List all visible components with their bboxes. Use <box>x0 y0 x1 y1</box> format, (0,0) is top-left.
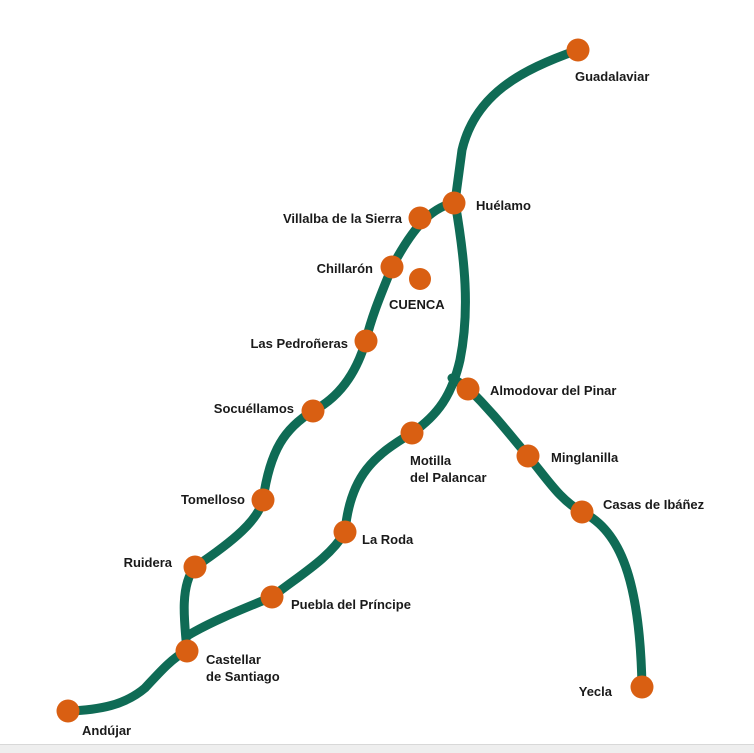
station-dot-huelamo[interactable] <box>442 191 466 215</box>
station-label-line: Casas de Ibáñez <box>603 497 705 512</box>
station-dot-castellar[interactable] <box>175 639 199 663</box>
station-label-andujar: Andújar <box>82 723 131 738</box>
station-label-line: Guadalaviar <box>575 69 649 84</box>
station-label-line: Ruidera <box>124 555 173 570</box>
station-dot-laroda[interactable] <box>333 520 357 544</box>
station-label-line: Almodovar del Pinar <box>490 383 616 398</box>
station-label-motilla: Motilla del Palancar <box>410 453 487 485</box>
station-dot-motilla[interactable] <box>400 421 424 445</box>
station-label-pedroneras: Las Pedroñeras <box>250 336 348 351</box>
station-dot-puebla[interactable] <box>260 585 284 609</box>
station-dot-guadalaviar[interactable] <box>566 38 590 62</box>
station-label-line: Motilla <box>410 453 452 468</box>
station-label-tomelloso: Tomelloso <box>181 492 245 507</box>
station-label-line: Tomelloso <box>181 492 245 507</box>
station-label-cuenca: CUENCA <box>389 297 445 312</box>
station-label-line: Yecla <box>579 684 613 699</box>
station-label-laroda: La Roda <box>362 532 414 547</box>
station-label-guadalaviar: Guadalaviar <box>575 69 649 84</box>
station-label-socuellamos: Socuéllamos <box>214 401 294 416</box>
station-dot-socuellamos[interactable] <box>301 399 325 423</box>
station-label-ruidera: Ruidera <box>124 555 173 570</box>
stations <box>56 38 654 723</box>
station-label-almodovar: Almodovar del Pinar <box>490 383 616 398</box>
station-dot-minglanilla[interactable] <box>516 444 540 468</box>
route-line-east-branch <box>447 373 647 692</box>
station-dot-villalba[interactable] <box>408 206 432 230</box>
station-label-line: Chillarón <box>317 261 373 276</box>
station-label-huelamo: Huélamo <box>476 198 531 213</box>
station-dot-yecla[interactable] <box>630 675 654 699</box>
station-label-yecla: Yecla <box>579 684 613 699</box>
station-label-puebla: Puebla del Príncipe <box>291 597 411 612</box>
station-label-line: Minglanilla <box>551 450 619 465</box>
station-label-line: del Palancar <box>410 470 487 485</box>
route-line-north-branch <box>450 45 583 207</box>
route-line-west-line <box>63 197 460 716</box>
station-label-minglanilla: Minglanilla <box>551 450 619 465</box>
station-label-line: Las Pedroñeras <box>250 336 348 351</box>
bottom-divider <box>0 744 754 753</box>
station-label-line: de Santiago <box>206 669 280 684</box>
station-label-line: Socuéllamos <box>214 401 294 416</box>
station-label-line: Castellar <box>206 652 261 667</box>
station-dot-tomelloso[interactable] <box>251 488 275 512</box>
station-label-line: Puebla del Príncipe <box>291 597 411 612</box>
station-dot-chillaron[interactable] <box>380 255 404 279</box>
station-label-line: CUENCA <box>389 297 445 312</box>
station-label-line: Huélamo <box>476 198 531 213</box>
station-label-line: Andújar <box>82 723 131 738</box>
station-label-casas: Casas de Ibáñez <box>603 497 705 512</box>
station-label-line: La Roda <box>362 532 414 547</box>
station-dot-cuenca[interactable] <box>409 268 431 290</box>
station-label-villalba: Villalba de la Sierra <box>283 211 403 226</box>
station-dot-pedroneras[interactable] <box>354 329 378 353</box>
station-dot-andujar[interactable] <box>56 699 80 723</box>
station-label-castellar: Castellar de Santiago <box>206 652 280 684</box>
station-label-chillaron: Chillarón <box>317 261 373 276</box>
station-dot-ruidera[interactable] <box>183 555 207 579</box>
station-dot-casas[interactable] <box>570 500 594 524</box>
station-label-line: Villalba de la Sierra <box>283 211 403 226</box>
station-dot-almodovar[interactable] <box>456 377 480 401</box>
